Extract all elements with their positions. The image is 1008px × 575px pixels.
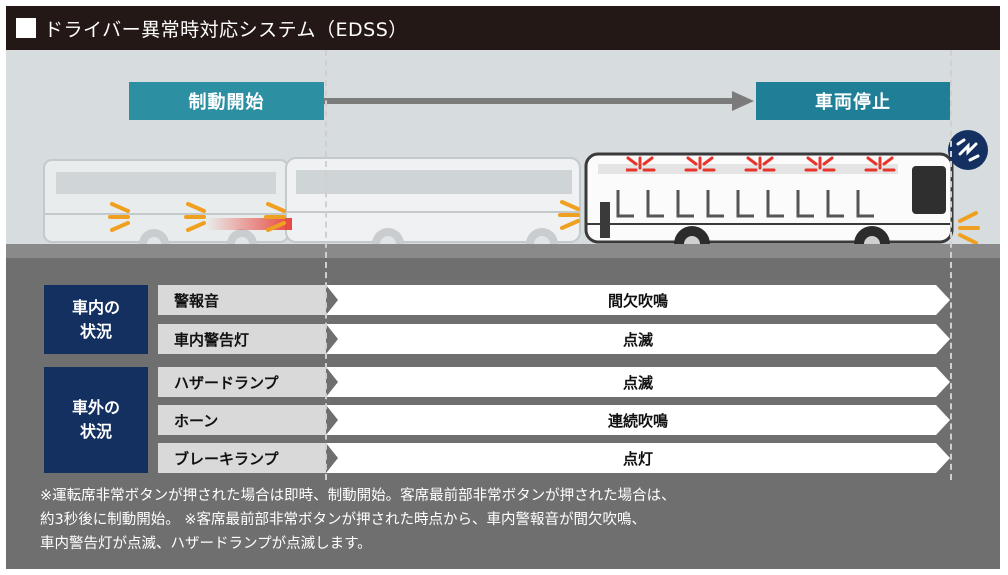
row-value-cell: 点滅 <box>326 324 950 354</box>
footnote: ※運転席非常ボタンが押された場合は即時、制動開始。客席最前部非常ボタンが押された… <box>40 484 990 556</box>
bus-illustration <box>43 159 289 258</box>
stage-braking-start-label: 制動開始 <box>188 92 265 113</box>
illustration-area: 制動開始 車両停止 <box>6 50 1000 258</box>
horn-icon <box>948 130 988 170</box>
hazard-light-icon <box>558 200 580 230</box>
square-icon <box>16 18 36 38</box>
hazard-light-icon <box>958 211 980 245</box>
row-value: 連続吹鳴 <box>607 411 668 430</box>
stage-vehicle-stop-label: 車両停止 <box>815 92 891 113</box>
category-outside-line1: 車外の <box>71 398 120 417</box>
bus-illustration <box>285 157 581 258</box>
footnote-line: ※運転席非常ボタンが押された場合は即時、制動開始。客席最前部非常ボタンが押された… <box>40 488 676 504</box>
category-inside: 車内の状況 <box>44 285 148 354</box>
row-value: 点灯 <box>622 449 653 468</box>
category-outside-line2: 状況 <box>79 422 112 441</box>
category-outside: 車外の状況 <box>44 367 148 473</box>
hazard-light-icon <box>264 202 286 232</box>
row-label: ホーン <box>158 405 326 435</box>
row-value-cell: 連続吹鳴 <box>326 405 950 435</box>
row-label: 車内警告灯 <box>158 324 326 354</box>
row-value-cell: 点灯 <box>326 443 950 473</box>
row-label: ブレーキランプ <box>158 443 326 473</box>
row-value-cell: 点滅 <box>326 367 950 397</box>
title-bar: ドライバー異常時対応システム（EDSS） <box>6 6 1000 50</box>
road <box>6 244 1000 258</box>
row-value: 点滅 <box>622 373 653 392</box>
braking-start-guide <box>325 50 327 480</box>
footnote-line: 車内警告灯が点滅、ハザードランプが点滅します。 <box>40 536 372 552</box>
stage-braking-start: 制動開始 <box>129 82 324 120</box>
hazard-light-icon <box>108 202 130 232</box>
stage-vehicle-stop: 車両停止 <box>756 82 950 120</box>
row-value-cell: 間欠吹鳴 <box>326 285 950 315</box>
category-inside-line1: 車内の <box>71 297 120 317</box>
page-title: ドライバー異常時対応システム（EDSS） <box>44 18 408 41</box>
row-value: 点滅 <box>622 330 653 349</box>
arrow-right-icon <box>324 91 754 111</box>
warning-light-icon <box>626 156 896 172</box>
footnote-line: 約3秒後に制動開始。 ※客席最前部非常ボタンが押された時点から、車内警報音が間欠… <box>40 512 646 528</box>
edss-panel: ドライバー異常時対応システム（EDSS） 制動開始 車両停止 <box>6 6 1000 569</box>
row-label: ハザードランプ <box>158 367 326 397</box>
row-value: 間欠吹鳴 <box>607 291 668 310</box>
hazard-light-icon <box>184 202 206 232</box>
category-inside-line2: 状況 <box>79 321 112 341</box>
vehicle-stop-guide <box>950 50 952 480</box>
row-label: 警報音 <box>158 285 326 315</box>
